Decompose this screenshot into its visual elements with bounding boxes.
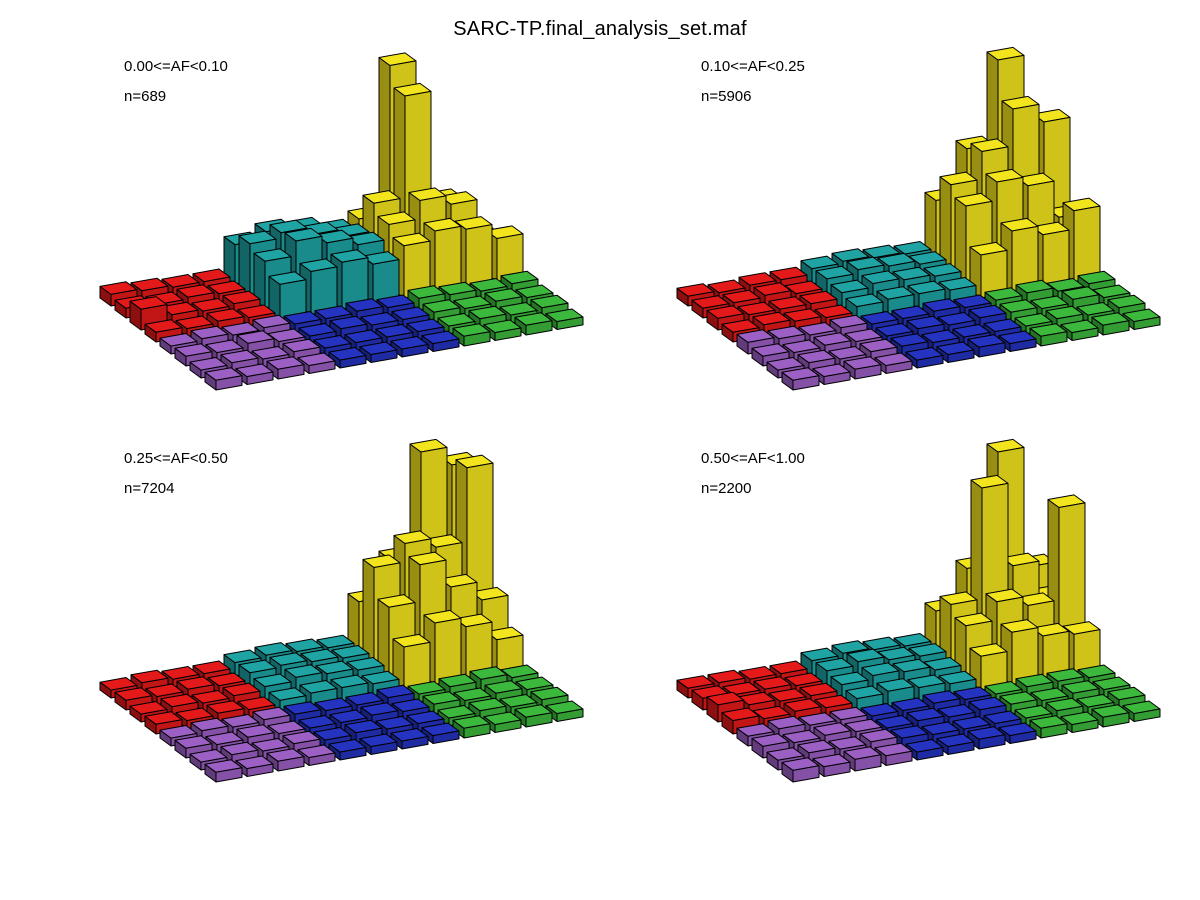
panel-af-0.50-1.00: 0.50<=AF<1.00 n=2200 [605,432,1190,827]
lego-plot [99,52,584,391]
panel-af-0.00-0.10: 0.00<=AF<0.10 n=689 [28,40,613,435]
lego-plot [676,438,1161,783]
lego-plot [676,46,1161,391]
af-range-label: 0.50<=AF<1.00 [701,450,805,467]
lego-plot [99,438,584,783]
figure-title: SARC-TP.final_analysis_set.maf [453,18,747,40]
panel-af-0.25-0.50: 0.25<=AF<0.50 n=7204 [28,432,613,827]
panel-af-0.10-0.25: 0.10<=AF<0.25 n=5906 [605,40,1190,435]
af-range-label: 0.00<=AF<0.10 [124,58,228,75]
af-range-label: 0.25<=AF<0.50 [124,450,228,467]
n-count-label: n=689 [124,88,167,105]
af-range-label: 0.10<=AF<0.25 [701,58,805,75]
n-count-label: n=7204 [124,480,175,497]
n-count-label: n=2200 [701,480,752,497]
n-count-label: n=5906 [701,88,752,105]
